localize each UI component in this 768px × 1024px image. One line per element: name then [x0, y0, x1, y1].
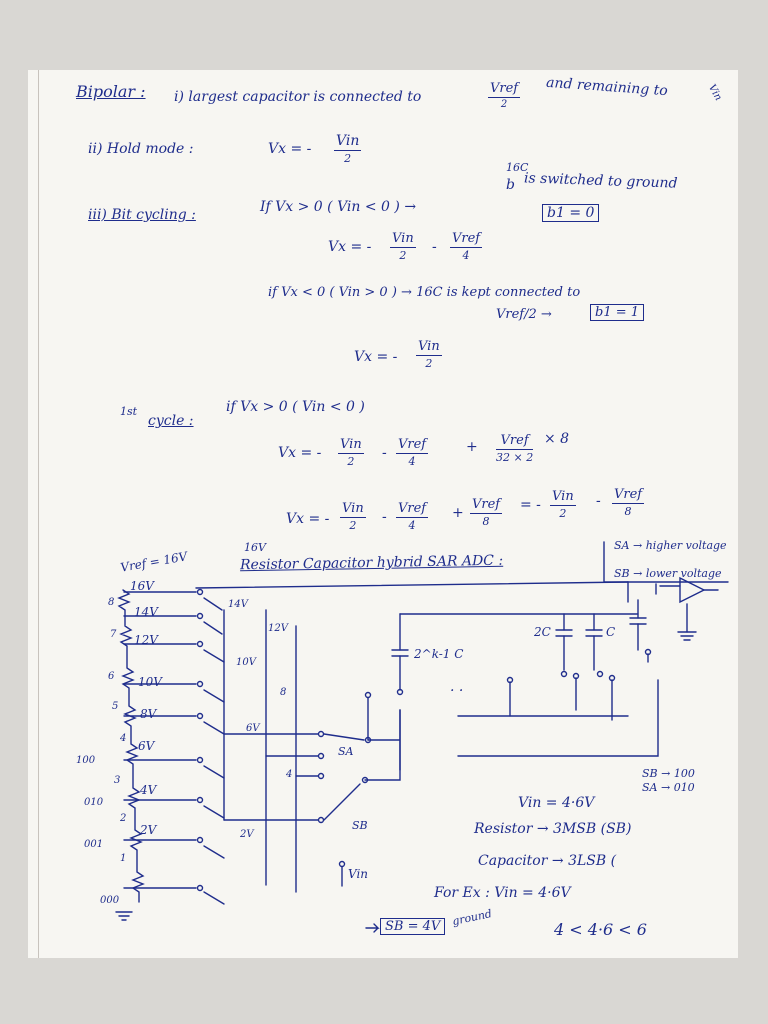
- ladder-index-3: 3: [114, 775, 121, 786]
- fc-eq2-lhs: Vx = -: [286, 511, 330, 527]
- fc-eq2-eq: = -: [520, 497, 541, 513]
- ladder-label-16v: 16V: [130, 579, 154, 593]
- cond2-text: if Vx < 0 ( Vin > 0 ) → 16C is kept conn…: [268, 285, 581, 300]
- fc-eq1-m1: -: [382, 445, 387, 461]
- first-cycle-label: cycle :: [148, 413, 194, 429]
- tap-6v: 6V: [246, 723, 260, 734]
- tap-8: 8: [280, 687, 287, 698]
- example-sb-box: SB = 4V: [380, 918, 446, 935]
- cap-2k-label: 2^k-1 C: [414, 647, 464, 661]
- ladder-label-8v: 8V: [140, 707, 157, 721]
- hold-mode-lhs: Vx = -: [268, 141, 312, 157]
- fc-eq1-plus: +: [466, 439, 478, 455]
- code-000: 000: [100, 895, 120, 906]
- legend-sb: SB → lower voltage: [614, 567, 722, 580]
- ladder-label-14v: 14V: [134, 605, 158, 619]
- eq2-lhs: Vx = -: [354, 349, 398, 365]
- cap-c-label: C: [606, 625, 616, 639]
- eq1-minus: -: [432, 239, 437, 255]
- cond2b-text: Vref/2 →: [496, 307, 552, 322]
- b1-zero-box: b1 = 0: [542, 204, 600, 222]
- tap-12v: 12V: [268, 623, 288, 634]
- ladder-label-2v: 2V: [140, 823, 157, 837]
- margin-line: [38, 70, 39, 958]
- ladder-index-2: 2: [120, 813, 127, 824]
- example-resistor: Resistor → 3MSB (SB): [474, 821, 632, 837]
- example-range: 4 < 4·6 < 6: [554, 920, 647, 939]
- first-cycle-cond: if Vx > 0 ( Vin < 0 ): [226, 399, 365, 415]
- ladder-label-4v: 4V: [140, 783, 157, 797]
- circuit-diagram: [115, 541, 729, 933]
- tap-10v: 10V: [236, 657, 256, 668]
- switch-sa-label: SA: [338, 745, 354, 758]
- ladder-label-12v: 12V: [134, 633, 158, 647]
- b1-one-box: b1 = 1: [590, 304, 645, 321]
- ladder-label-6v: 6V: [138, 739, 155, 753]
- fc-eq2-plus: +: [452, 505, 464, 521]
- legend-sa: SA → higher voltage: [614, 539, 727, 552]
- vin-input-label: Vin: [348, 867, 369, 881]
- bit-cycling-cond1: If Vx > 0 ( Vin < 0 ) →: [260, 199, 417, 215]
- bipolar-heading: Bipolar :: [76, 82, 146, 101]
- notebook-page: Bipolar : i) largest capacitor is connec…: [28, 70, 738, 958]
- example-capacitor: Capacitor → 3LSB (: [478, 853, 617, 869]
- cap-2c-label: 2C: [534, 625, 551, 639]
- cap-b-label: b: [506, 177, 515, 193]
- bipolar-text: i) largest capacitor is connected to: [174, 89, 422, 105]
- resistor-ladder: [117, 589, 145, 903]
- ladder-ground: [115, 911, 133, 921]
- example-for-ex: For Ex : Vin = 4·6V: [434, 885, 571, 901]
- example-vin: Vin = 4·6V: [518, 795, 595, 811]
- fc-eq1-lhs: Vx = -: [278, 445, 322, 461]
- cap-16c-label: 16C: [506, 161, 529, 174]
- ladder-index-8: 8: [108, 597, 115, 608]
- example-sb-100: SB → 100: [642, 767, 695, 780]
- tap-4: 4: [286, 769, 293, 780]
- code-001: 001: [84, 839, 104, 850]
- circuit-top-16v: 16V: [244, 541, 266, 554]
- ladder-index-7: 7: [110, 629, 117, 640]
- hold-mode-label: ii) Hold mode :: [88, 141, 194, 157]
- fc-eq2-m2: -: [596, 493, 601, 509]
- ladder-index-6: 6: [108, 671, 115, 682]
- example-sa-010: SA → 010: [642, 781, 695, 794]
- ladder-index-4: 4: [120, 733, 127, 744]
- fc-eq1-times8: × 8: [544, 431, 570, 447]
- ladder-label-10v: 10V: [138, 675, 162, 689]
- ladder-index-5: 5: [112, 701, 119, 712]
- code-010: 010: [84, 797, 104, 808]
- tap-14v: 14V: [228, 599, 248, 610]
- bit-cycling-label: iii) Bit cycling :: [88, 207, 196, 223]
- switch-sb-label: SB: [352, 819, 368, 832]
- cap-dots: . .: [450, 679, 464, 695]
- tap-2v: 2V: [240, 829, 254, 840]
- first-cycle-sup: 1st: [120, 405, 138, 418]
- code-100: 100: [76, 755, 96, 766]
- eq1-lhs: Vx = -: [328, 239, 372, 255]
- ladder-index-1: 1: [120, 853, 127, 864]
- fc-eq2-m1: -: [382, 509, 387, 525]
